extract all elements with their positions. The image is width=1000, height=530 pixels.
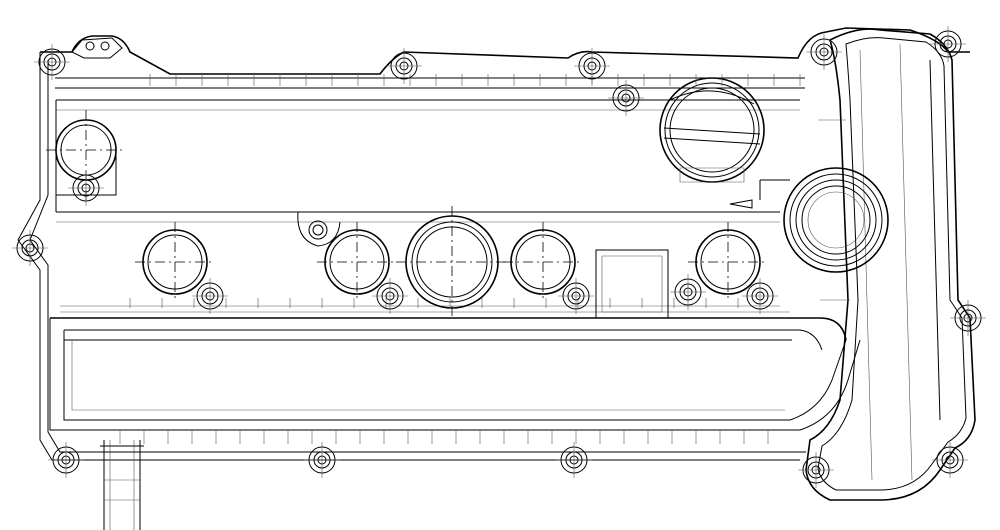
lower-rail xyxy=(49,305,861,431)
bolt-boss xyxy=(556,442,592,478)
bolt-boss xyxy=(574,48,610,84)
bolt-bosses xyxy=(12,26,986,488)
bolt-boss xyxy=(372,278,408,314)
bolt-boss xyxy=(192,278,228,314)
rib-ticks xyxy=(119,74,801,444)
sensor-pad xyxy=(595,249,669,319)
top-left-bracket xyxy=(71,37,123,59)
plug-hole-3 xyxy=(503,222,583,302)
breather-port xyxy=(729,167,889,273)
right-end-casting xyxy=(805,28,976,501)
plug-hole-center xyxy=(396,206,508,318)
bolt-boss xyxy=(304,442,340,478)
bolt-boss xyxy=(806,34,842,70)
bolt-boss xyxy=(386,48,422,84)
bolt-boss xyxy=(742,278,778,314)
bolt-boss xyxy=(798,452,834,488)
bolt-boss xyxy=(68,170,104,206)
bolt-boss xyxy=(34,44,70,80)
bolt-boss xyxy=(608,80,644,116)
spark-plug-holes xyxy=(135,206,768,318)
bolt-boss xyxy=(12,230,48,266)
vent-tube xyxy=(100,440,144,530)
plug-hole-1 xyxy=(135,222,215,302)
oil-filler-cap xyxy=(659,77,765,183)
bolt-boss xyxy=(558,278,594,314)
plug-hole-4 xyxy=(688,222,768,302)
bolt-boss xyxy=(48,442,84,478)
bolt-boss xyxy=(950,300,986,336)
bolt-boss xyxy=(932,442,968,478)
bolt-boss xyxy=(670,274,706,310)
plug-hole-2 xyxy=(317,222,397,302)
small-bracket xyxy=(297,211,341,247)
bolt-boss xyxy=(930,26,966,62)
